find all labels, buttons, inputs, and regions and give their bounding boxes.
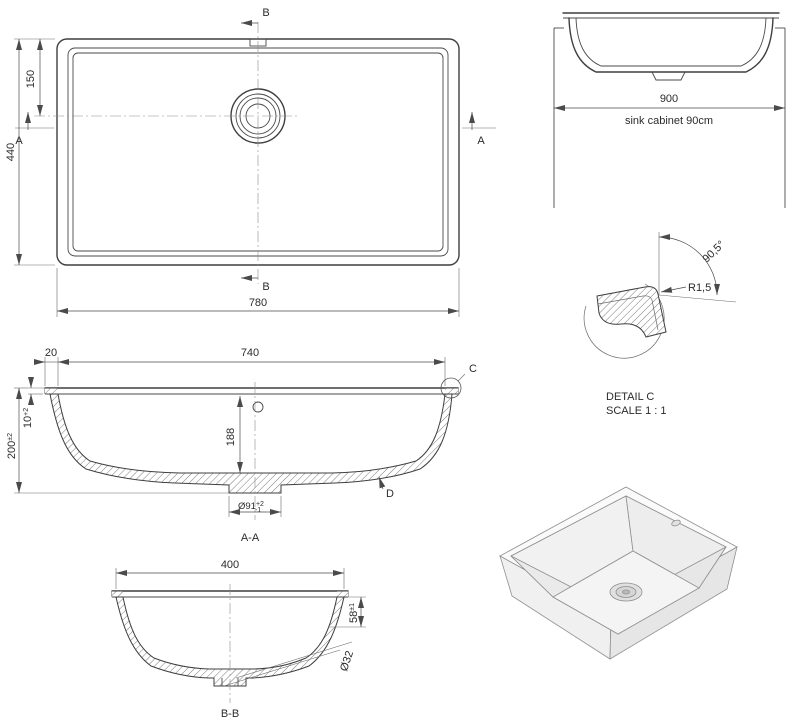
section-a-label-right: A (477, 135, 485, 147)
dim-radius: R1,5 (688, 282, 711, 294)
isometric-view (499, 486, 738, 660)
detail-material-hatched (596, 286, 667, 338)
section-aa-view: 20 740 C 10+2 200±2 188 Ø91+2-1 D A-A (6, 347, 477, 544)
detail-inner-profile (597, 295, 659, 331)
dim-32: Ø32 (338, 649, 356, 672)
detail-scale: SCALE 1 : 1 (606, 405, 667, 417)
plan-view: B B A A 150 440 780 (5, 7, 496, 317)
caption-aa: A-A (241, 532, 260, 544)
dim-200: 200±2 (6, 433, 18, 459)
detail-boundary-arc (583, 283, 665, 359)
detail-title: DETAIL C (606, 391, 654, 403)
detail-c-view: 90,5° R1,5 DETAIL C SCALE 1 : 1 (583, 232, 737, 417)
dim-91: Ø91+2-1 (238, 501, 264, 514)
dim-188: 188 (225, 428, 237, 446)
section-b-label-bottom: B (262, 281, 269, 293)
section-bb-material (115, 596, 345, 687)
bowl-inner-profile (575, 17, 767, 67)
dim-150: 150 (25, 70, 37, 88)
section-aa-material (49, 393, 453, 494)
dim-20: 20 (45, 347, 57, 359)
dim-740: 740 (241, 347, 259, 359)
dim-440: 440 (5, 143, 17, 161)
label-d: D (386, 488, 394, 500)
caption-bb: B-B (221, 708, 239, 720)
elevation-view: 900 sink cabinet 90cm (553, 12, 786, 208)
dim-10: 10+2 (22, 408, 34, 428)
dim-900: 900 (660, 93, 678, 105)
label-c: C (469, 363, 477, 375)
drain-bump (651, 71, 686, 81)
dim-angle: 90,5° (700, 239, 727, 266)
cabinet-label: sink cabinet 90cm (625, 115, 713, 127)
section-bb-view: 400 58±1 Ø32 B-B (111, 559, 366, 720)
overflow-hole-section (252, 401, 264, 413)
detail-c-callout-circle (440, 377, 462, 399)
iso-overflow-hole (671, 519, 681, 527)
dim-780: 780 (249, 297, 267, 309)
dim-400: 400 (221, 559, 239, 571)
bowl-outer-profile (568, 17, 774, 73)
iso-drain (609, 582, 643, 602)
dim-58: 58±1 (348, 603, 360, 623)
section-b-label-top: B (262, 7, 269, 19)
